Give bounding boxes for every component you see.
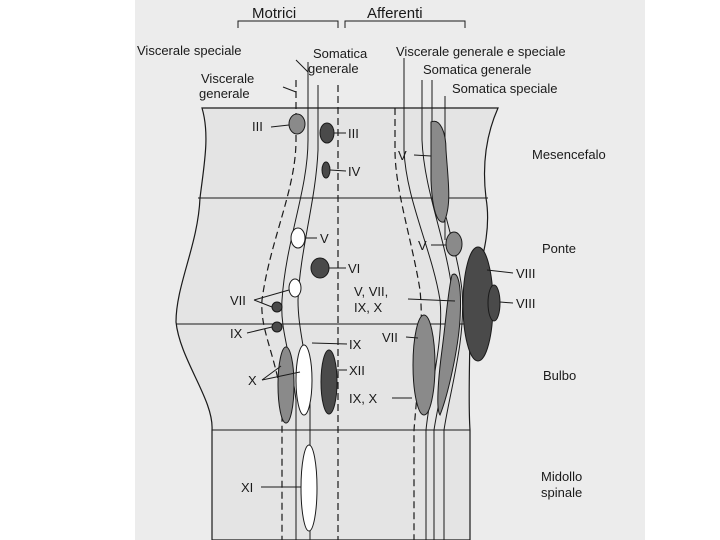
nucleus-iv	[321, 161, 331, 179]
nucleus-iii-right	[319, 122, 335, 144]
label-v-pons: V	[418, 238, 427, 253]
label-v-motor: V	[320, 231, 329, 246]
region-mesencefalo: Mesencefalo	[532, 147, 606, 162]
nucleus-vi	[310, 257, 330, 279]
label-viii-1: VIII	[516, 266, 536, 281]
motrici-bracket	[237, 20, 339, 28]
label-ix-motor: IX	[230, 326, 243, 341]
nucleus-iii-left	[288, 113, 306, 135]
region-midollo-2: spinale	[541, 485, 582, 500]
nucleus-v-motor	[290, 227, 306, 249]
label-ix-x-aff: IX, X	[349, 391, 378, 406]
nucleus-v-vii-ix-x	[437, 273, 461, 416]
region-midollo-1: Midollo	[541, 469, 582, 484]
nucleus-small-1	[271, 301, 283, 313]
label-v-vii-1: V, VII,	[354, 284, 388, 299]
viscerale-speciale-label: Viscerale speciale	[137, 43, 242, 58]
nucleus-v-pons	[445, 231, 463, 257]
nucleus-x-motor	[277, 346, 295, 424]
nucleus-vii-aff	[412, 314, 436, 416]
nucleus-v-mes	[430, 120, 450, 223]
nucleus-xii	[320, 349, 338, 415]
label-ix-mid: IX	[349, 337, 362, 352]
label-xii: XII	[349, 363, 365, 378]
label-x-motor: X	[248, 373, 257, 388]
nucleus-viii-2	[487, 284, 501, 322]
label-vii-motor: VII	[230, 293, 246, 308]
somatica-generale-label-2: generale	[308, 61, 359, 76]
viscerale-generale-label-1: Viscerale	[201, 71, 254, 86]
label-vii-aff: VII	[382, 330, 398, 345]
label-vi: VI	[348, 261, 360, 276]
label-iii-right: III	[348, 126, 359, 141]
nucleus-vii-motor	[288, 278, 302, 298]
viscerale-generale-label-2: generale	[199, 86, 250, 101]
nucleus-ix-mid	[295, 344, 313, 416]
afferenti-label: Afferenti	[367, 5, 423, 22]
region-ponte: Ponte	[542, 241, 576, 256]
nucleus-small-2	[271, 321, 283, 333]
label-v-vii-2: IX, X	[354, 300, 383, 315]
nuclei	[271, 113, 501, 532]
label-xi: XI	[241, 480, 253, 495]
viscerale-generale-e-speciale-label: Viscerale generale e speciale	[396, 44, 566, 59]
leader-lines	[246, 59, 514, 488]
somatica-generale-label-1: Somatica	[313, 46, 368, 61]
nucleus-xi	[300, 444, 318, 532]
label-v-mes: V	[398, 148, 407, 163]
region-bulbo: Bulbo	[543, 368, 576, 383]
label-iii-left: III	[252, 119, 263, 134]
somatica-speciale-label: Somatica speciale	[452, 81, 558, 96]
afferenti-bracket	[344, 20, 466, 28]
somatica-generale-aff-label: Somatica generale	[423, 62, 531, 77]
label-iv: IV	[348, 164, 361, 179]
label-viii-2: VIII	[516, 296, 536, 311]
motrici-label: Motrici	[252, 5, 296, 22]
